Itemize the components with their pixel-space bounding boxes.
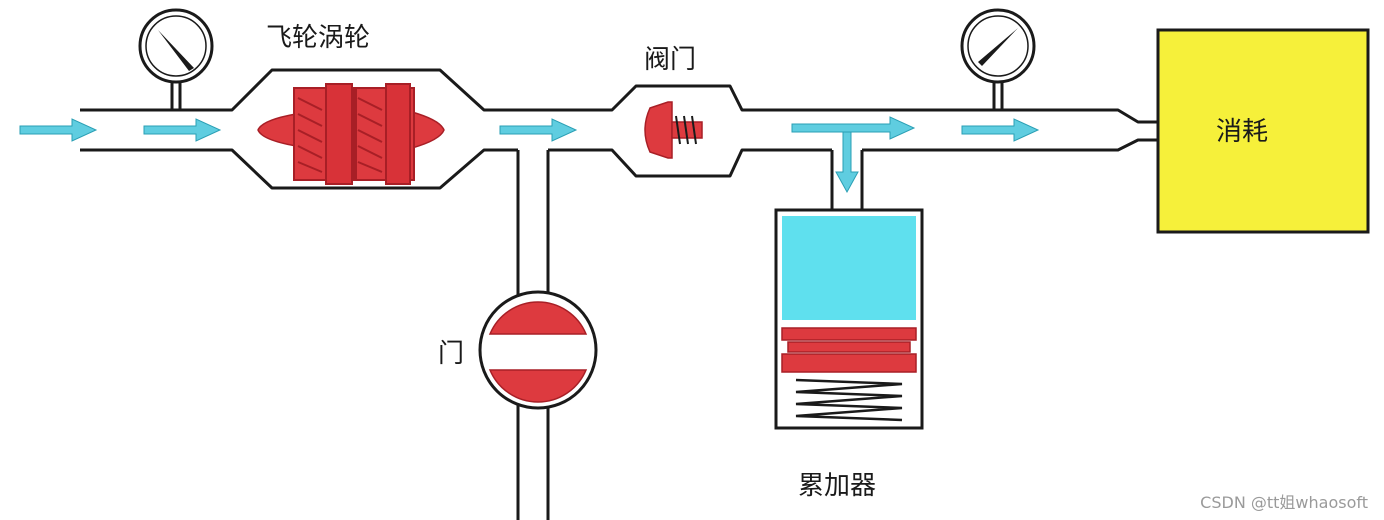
turbine-icon bbox=[257, 83, 445, 185]
pressure-gauge-icon bbox=[138, 8, 214, 110]
accumulator-label: 累加器 bbox=[798, 471, 876, 501]
accumulator-fluid bbox=[782, 216, 916, 320]
accumulator bbox=[774, 208, 924, 430]
pipe-bottom-wall-right bbox=[862, 138, 1160, 152]
flow-arrow-icon bbox=[19, 118, 98, 142]
flow-arrow-icon bbox=[961, 118, 1040, 142]
flow-arrow-icon bbox=[143, 118, 222, 142]
valve-label: 阀门 bbox=[644, 45, 696, 75]
pipe-top-wall bbox=[80, 68, 1160, 124]
pipe-bottom-wall-left bbox=[80, 148, 518, 190]
spring-icon bbox=[795, 378, 903, 422]
pressure-gauge-icon bbox=[960, 8, 1036, 110]
watermark: CSDN @tt姐whaosoft bbox=[1200, 493, 1368, 512]
accumulator-branch-pipe bbox=[830, 150, 864, 212]
consumer-label: 消耗 bbox=[1216, 117, 1268, 147]
main-pipe bbox=[80, 68, 1160, 190]
pipe-bottom-wall-middle bbox=[548, 148, 832, 178]
flow-arrow-icon bbox=[835, 131, 859, 194]
valve-icon bbox=[644, 101, 703, 159]
flow-arrow-icon bbox=[499, 118, 578, 142]
consumer-block bbox=[1156, 28, 1370, 234]
gate-valve-icon bbox=[478, 290, 598, 410]
gate-label: 门 bbox=[438, 339, 464, 369]
flow-arrow-icon bbox=[791, 116, 916, 140]
flow-arrows bbox=[19, 116, 1040, 194]
turbine-label: 飞轮涡轮 bbox=[266, 23, 370, 53]
